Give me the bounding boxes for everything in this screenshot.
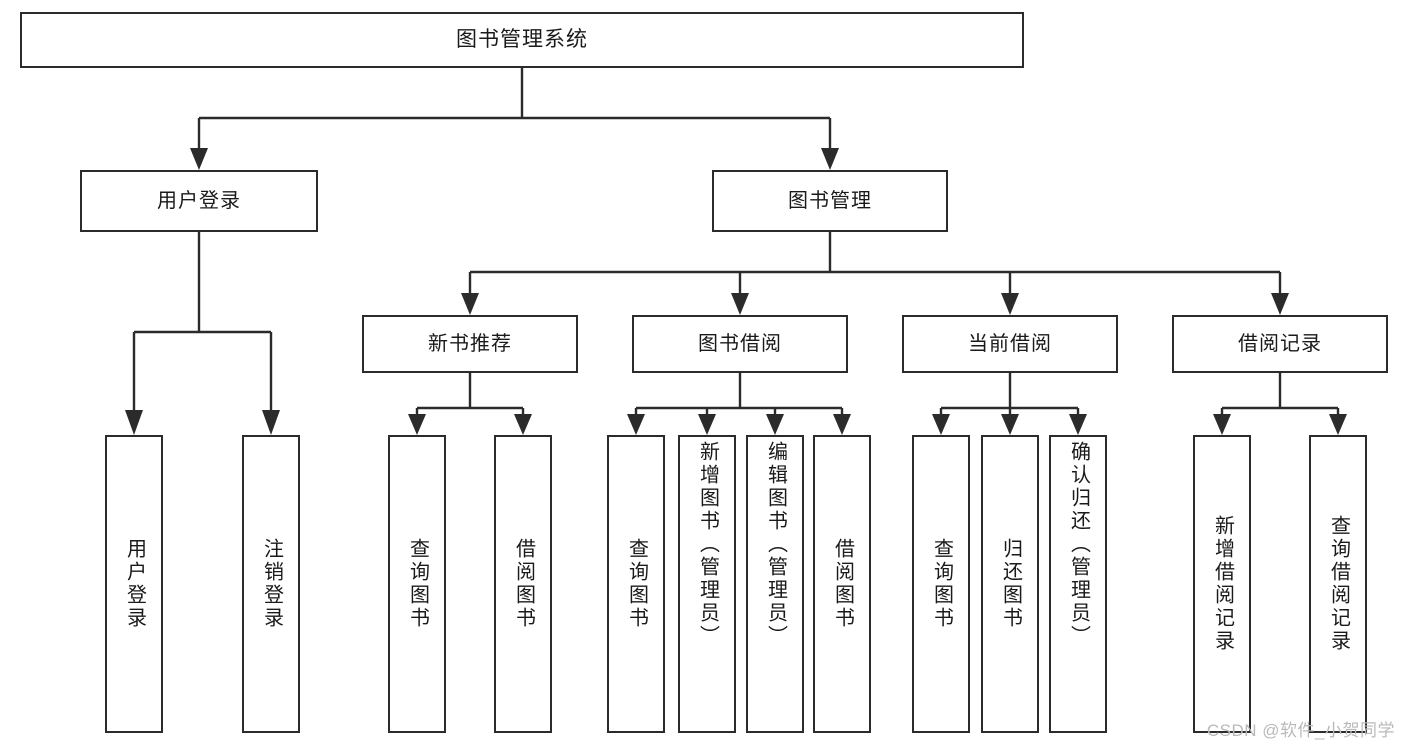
- node-new-book-recommend[interactable]: 新书推荐: [362, 315, 578, 373]
- node-label: 注销登录: [260, 538, 283, 630]
- node-label: 新增借阅记录: [1211, 515, 1234, 653]
- leaf-borrow-book[interactable]: 借阅图书: [813, 435, 871, 733]
- node-label: 借阅记录: [1238, 333, 1322, 355]
- leaf-add-book-admin[interactable]: 新增图书（管理员）: [678, 435, 736, 733]
- node-label: 归还图书: [999, 538, 1022, 630]
- node-label: 图书管理系统: [456, 28, 588, 52]
- node-label: 图书借阅: [698, 333, 782, 355]
- leaf-add-borrow-record[interactable]: 新增借阅记录: [1193, 435, 1251, 733]
- node-label: 新增图书（管理员）: [696, 441, 719, 648]
- leaf-query-book-borrow[interactable]: 查询图书: [607, 435, 665, 733]
- node-label: 用户登录: [157, 190, 241, 212]
- node-label: 查询借阅记录: [1327, 515, 1350, 653]
- node-label: 查询图书: [930, 538, 953, 630]
- leaf-user-login[interactable]: 用户登录: [105, 435, 163, 733]
- leaf-query-book-recommend[interactable]: 查询图书: [388, 435, 446, 733]
- node-label: 用户登录: [123, 538, 146, 630]
- leaf-return-book[interactable]: 归还图书: [981, 435, 1039, 733]
- leaf-query-book-current[interactable]: 查询图书: [912, 435, 970, 733]
- node-root-book-management-system[interactable]: 图书管理系统: [20, 12, 1024, 68]
- node-label: 查询图书: [625, 538, 648, 630]
- node-label: 查询图书: [406, 538, 429, 630]
- leaf-query-borrow-record[interactable]: 查询借阅记录: [1309, 435, 1367, 733]
- node-label: 新书推荐: [428, 333, 512, 355]
- node-user-login[interactable]: 用户登录: [80, 170, 318, 232]
- leaf-confirm-return-admin[interactable]: 确认归还（管理员）: [1049, 435, 1107, 733]
- csdn-watermark: CSDN @软件_小贺同学: [1206, 721, 1395, 740]
- node-label: 图书管理: [788, 190, 872, 212]
- leaf-logout[interactable]: 注销登录: [242, 435, 300, 733]
- node-book-borrow[interactable]: 图书借阅: [632, 315, 848, 373]
- node-borrow-record[interactable]: 借阅记录: [1172, 315, 1388, 373]
- node-label: 借阅图书: [831, 538, 854, 630]
- node-label: 当前借阅: [968, 333, 1052, 355]
- leaf-edit-book-admin[interactable]: 编辑图书（管理员）: [746, 435, 804, 733]
- node-label: 编辑图书（管理员）: [764, 441, 787, 648]
- node-book-management[interactable]: 图书管理: [712, 170, 948, 232]
- node-label: 借阅图书: [512, 538, 535, 630]
- node-label: 确认归还（管理员）: [1067, 441, 1090, 648]
- node-current-borrow[interactable]: 当前借阅: [902, 315, 1118, 373]
- leaf-borrow-book-recommend[interactable]: 借阅图书: [494, 435, 552, 733]
